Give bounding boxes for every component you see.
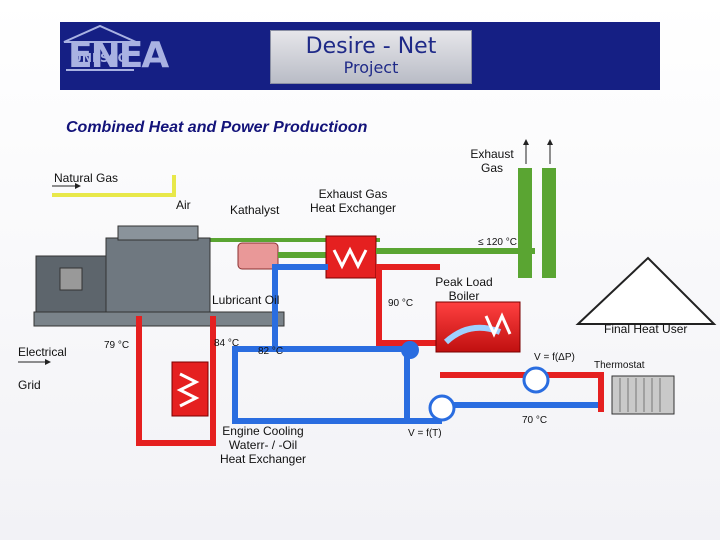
- label-cooling-hx-2: Waterr- / -Oil: [228, 438, 298, 452]
- label-exhaust-gas: Exhaust Gas: [460, 147, 524, 175]
- engine-block: [105, 237, 211, 313]
- label-peak-boiler-1: Peak Load: [435, 275, 493, 289]
- label-exhaust-gas-2: Gas: [480, 161, 503, 175]
- exhaust-stack-2: [542, 168, 556, 278]
- label-lubricant-oil: Lubricant Oil: [212, 293, 280, 307]
- enea-logo: ENEA: [68, 35, 169, 76]
- blue-pipe-return: [440, 402, 600, 408]
- label-cooling-hx-1: Engine Cooling: [222, 424, 304, 438]
- label-exhaust-hx-1: Exhaust Gas: [318, 187, 388, 201]
- label-exhaust-hx-2: Heat Exchanger: [309, 201, 397, 215]
- diagram-title: Combined Heat and Power Productioon: [66, 119, 368, 136]
- label-natural-gas: Natural Gas: [54, 171, 119, 185]
- label-temp-120: ≤ 120 °C: [478, 237, 517, 248]
- label-kathalyst: Kathalyst: [230, 203, 280, 217]
- label-temp-70: 70 °C: [522, 415, 548, 426]
- exhaust-stack: [518, 168, 532, 278]
- kathalyst-duct: [278, 252, 326, 258]
- exhaust-heat-exchanger: [325, 235, 377, 279]
- label-temp-82: 82 °C: [258, 346, 284, 357]
- label-thermostat: Thermostat: [594, 360, 645, 371]
- natural-gas-riser: [172, 175, 176, 197]
- cooling-return-pipe: [136, 316, 142, 446]
- label-electrical: Electrical: [18, 345, 67, 359]
- label-exhaust-hx: Exhaust Gas Heat Exchanger: [298, 187, 408, 215]
- label-exhaust-gas-1: Exhaust: [470, 147, 514, 161]
- project-brand: Desire - Net Project: [270, 30, 472, 84]
- label-temp-79: 79 °C: [104, 340, 130, 351]
- label-peak-boiler-2: Boiler: [448, 289, 480, 303]
- unesco-logo-icon: UNESCO: [63, 24, 137, 71]
- natural-gas-pipe: [52, 193, 176, 197]
- label-valve-t: V = f(T): [408, 428, 442, 439]
- valve-dp-icon: [522, 366, 550, 394]
- header-banner: ENEA Desire - Net Project UNESCO: [60, 22, 660, 90]
- blue-pipe-bottom: [232, 418, 442, 424]
- label-peak-boiler: Peak Load Boiler: [424, 275, 504, 303]
- label-cooling-hx-3: Heat Exchanger: [219, 452, 307, 466]
- hot-pipe-to-boiler: [376, 264, 440, 270]
- house-roof: [575, 256, 717, 325]
- label-air: Air: [176, 198, 191, 212]
- blue-pipe-vertical-1: [232, 346, 238, 424]
- valve-t-icon: [428, 394, 456, 422]
- label-grid: Grid: [18, 378, 41, 392]
- label-valve-dp: V = f(ΔP): [534, 352, 575, 363]
- exhaust-duct: [395, 248, 535, 254]
- blue-pipe-top: [232, 346, 408, 352]
- project-title: Desire - Net: [305, 34, 437, 59]
- engine-base: [33, 311, 285, 327]
- label-temp-90: 90 °C: [388, 298, 414, 309]
- circulation-pump-icon: [401, 341, 419, 359]
- project-subtitle: Project: [343, 58, 399, 77]
- label-final-user: Final Heat User: [604, 322, 688, 336]
- unesco-text: UNESCO: [72, 51, 128, 65]
- label-temp-84: 84 °C: [214, 338, 240, 349]
- cooling-supply-pipe: [210, 316, 216, 446]
- hot-pipe-to-user: [440, 372, 604, 378]
- label-cooling-hx: Engine Cooling Waterr- / -Oil Heat Excha…: [208, 424, 318, 466]
- cooling-heat-exchanger: [171, 361, 209, 417]
- radiator: [611, 375, 675, 415]
